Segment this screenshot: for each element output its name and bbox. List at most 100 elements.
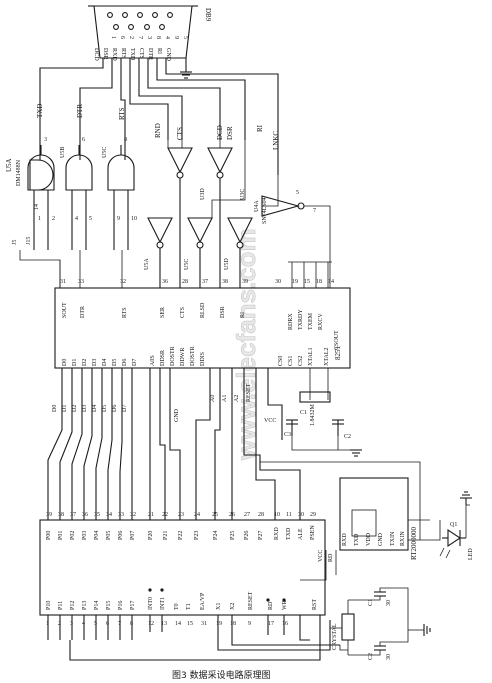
mcu-p17: P17 — [130, 601, 136, 610]
mcu-pin-29: 29 — [310, 512, 316, 518]
mcu-bottom-pin-numbers: 1 2 3 4 5 6 7 8 12 13 14 15 31 19 18 9 1… — [46, 621, 288, 627]
mcu-int0: INT0 — [148, 597, 154, 610]
db9-sig-dsr: DSR — [102, 48, 108, 60]
pin-rdrx: RDRX — [288, 313, 294, 330]
bus-a1: A1 — [222, 395, 228, 402]
pin-ri: RI — [240, 312, 246, 318]
dcd-label: DCD — [216, 125, 224, 140]
mcu-pin-13: 13 — [161, 621, 167, 627]
pin-num-36: 36 — [162, 279, 168, 285]
mcu-pin-16: 16 — [282, 621, 288, 627]
mcu-p14: P14 — [94, 601, 100, 610]
rt-rd: RD — [328, 553, 334, 562]
pin-d4: D4 — [102, 359, 108, 366]
receiver-inverters: RND CTS DCD DSR RI LNKC U3D U3C U5A U5C … — [144, 123, 331, 288]
usart-c2: C2 — [344, 434, 351, 440]
mcu-pin-22: 22 — [162, 512, 168, 518]
mcu-pin-33: 33 — [118, 512, 124, 518]
pin-num-37: 37 — [202, 279, 208, 285]
mcu-pin-14: 14 — [175, 621, 181, 627]
pin-d3: D3 — [92, 359, 98, 366]
usart-c1: C1 — [300, 410, 307, 416]
led-label: LED — [468, 548, 474, 560]
mcu-pin-24: 24 — [194, 512, 200, 518]
usart-xtal: 1.8432M — [310, 404, 316, 427]
mcu-int1-dot — [160, 588, 164, 592]
usart-8251: 8251 SOUT DTR RTS SER CTS RLSD DSR RI RD… — [54, 250, 351, 369]
mcu-pin-15: 15 — [187, 621, 193, 627]
mcu-p20: P20 — [148, 531, 154, 540]
recv-u5a: U5A — [144, 258, 150, 270]
mcu-pin-26: 26 — [229, 512, 235, 518]
ir-transceiver: RT2000000 RXD TXD VDD GND TXIN RXIN VCC … — [259, 461, 474, 581]
data-bus — [47, 368, 301, 520]
mcu-p23: P23 — [194, 531, 200, 540]
mcu-pin-11: 11 — [286, 512, 292, 518]
mcu-wr: WR — [282, 600, 288, 610]
pin-num-30: 30 — [275, 279, 281, 285]
bus-d6: D6 — [112, 405, 118, 412]
mcu-pin-31: 31 — [201, 621, 207, 627]
rt-rxin: RXIN — [400, 531, 406, 546]
usart-c3: C3 — [284, 432, 291, 438]
mcu-t0: T0 — [174, 603, 180, 610]
rt-gnd: GND — [378, 532, 384, 546]
recv-pin5: 5 — [296, 190, 299, 196]
pin-dsr: DSR — [220, 306, 226, 318]
lnkc-label: LNKC — [272, 131, 280, 150]
mcu-p22: P22 — [178, 531, 184, 540]
mcu-t1: T1 — [186, 603, 192, 610]
mcu-x2: X2 — [230, 603, 236, 610]
mcu-pin-18: 18 — [230, 621, 236, 627]
gate-a-pin1: 1 — [38, 216, 41, 222]
mcu-p25: P25 — [230, 531, 236, 540]
mcu-int0-dot — [148, 588, 152, 592]
pin-num-33: 33 — [78, 279, 84, 285]
mcu-p16: P16 — [118, 601, 124, 610]
rt-txd: TXD — [354, 533, 360, 546]
bus-reset: RESET — [246, 383, 252, 402]
bus-d3: D3 — [82, 405, 88, 412]
mcu-pin-37: 37 — [70, 512, 76, 518]
watermark: www.elecfans.com www.elecfans.com — [231, 228, 262, 461]
mcu-wr-dot — [282, 598, 286, 602]
q1-label: Q1 — [450, 522, 457, 528]
pin-sout: SOUT — [62, 302, 68, 318]
figure-caption: 图3 数据采设电路原理图 — [172, 669, 271, 681]
pin-rlsd: RLSD — [200, 302, 206, 318]
mcu-pin-12: 12 — [148, 621, 154, 627]
gate-c-pin9: 9 — [117, 216, 120, 222]
db9-sig-gnd: GND — [165, 48, 171, 62]
mcu-p27: P27 — [258, 531, 264, 540]
bus-d7: D7 — [122, 405, 128, 412]
pin-d7: D7 — [132, 359, 138, 366]
bus-d0: D0 — [52, 405, 58, 412]
rt-vcc: VCC — [318, 550, 324, 562]
mcu-p04: P04 — [94, 531, 100, 540]
u8251-name: 8251 — [334, 346, 342, 361]
mcu-p26: P26 — [244, 531, 250, 540]
pin-xtal1: XTAL1 — [308, 347, 314, 366]
j5-label: J5 — [12, 240, 18, 245]
mcu-pin-19: 19 — [216, 621, 222, 627]
bus-gnd: GND — [174, 408, 180, 422]
db9-sig-txd: TXD — [129, 48, 135, 61]
recv-u5c: U5C — [184, 259, 190, 270]
mcu-p10: P10 — [46, 601, 52, 610]
gate-b-pin5: 5 — [89, 216, 92, 222]
recv-u3d: U3D — [200, 188, 206, 200]
mcu-p05: P05 — [106, 531, 112, 540]
mcu-pin-28: 28 — [258, 512, 264, 518]
mcu-p12: P12 — [70, 601, 76, 610]
mcu-pin-25: 25 — [212, 512, 218, 518]
db9-pin-6: 6 — [119, 36, 125, 39]
pin-dostr2: DOSTR — [190, 346, 196, 366]
mcu-p07: P07 — [130, 531, 136, 540]
mcu-rd-dot — [266, 598, 270, 602]
pin-ser: SER — [160, 307, 166, 318]
bus-d1: D1 — [62, 405, 68, 412]
mcu-p02: P02 — [70, 531, 76, 540]
u5c-label: U5C — [102, 147, 108, 158]
pin-ddwr: DDWR — [180, 348, 186, 366]
